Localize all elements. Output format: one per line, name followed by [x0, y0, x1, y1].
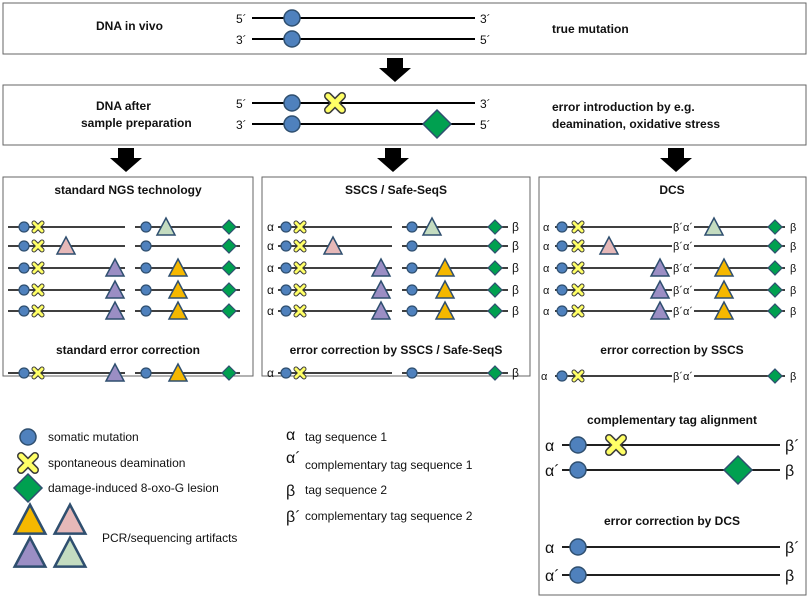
prep-note-line2: deamination, oxidative stress: [552, 117, 720, 131]
sscs-panel-subtitle: error correction by SSCS / Safe-SeqS: [290, 343, 503, 357]
beta-tag: β: [512, 261, 519, 275]
strand-bottom-left: 3´: [236, 118, 247, 132]
down-arrow-icon: [377, 148, 409, 172]
artifact-pink-icon: [53, 503, 87, 535]
true-mutation-note: true mutation: [552, 22, 629, 36]
prep-label-line2: sample preparation: [81, 116, 192, 130]
standard-panel-subtitle: standard error correction: [56, 343, 200, 357]
somatic-mutation-marker: [283, 94, 301, 112]
dcs-mid-tags: β´α´: [673, 222, 693, 234]
dcs-mid-tags: β´α´: [673, 263, 693, 275]
alpha-tag: α: [267, 283, 274, 297]
artifact-green-icon: [53, 536, 87, 568]
oxo-g-lesion-icon: [13, 473, 43, 503]
alpha-tag: α: [267, 220, 274, 234]
beta-prime-tag: β´: [785, 438, 800, 455]
beta-tag: β: [790, 222, 796, 234]
artifact-orange-icon: [13, 503, 47, 535]
alpha-tag: α: [543, 285, 550, 297]
legend-alpha-symbol: α: [286, 427, 295, 444]
legend-beta-symbol: β: [286, 483, 295, 500]
beta-tag: β: [512, 366, 519, 380]
somatic-mutation-marker: [283, 115, 301, 133]
beta-tag: β: [790, 371, 796, 383]
beta-tag: β: [512, 283, 519, 297]
down-arrow-icon: [660, 148, 692, 172]
beta-tag: β: [512, 220, 519, 234]
dcs-mid-tags: β´α´: [673, 306, 693, 318]
legend-oxo: damage-induced 8-oxo-G lesion: [48, 481, 219, 495]
strand-bottom-left: 3´: [236, 33, 247, 47]
beta-tag: β: [790, 306, 796, 318]
prep-label-line1: DNA after: [96, 99, 151, 113]
beta-tag: β: [785, 568, 794, 585]
legend-tag2c: complementary tag sequence 2: [305, 509, 473, 523]
dcs-panel-title: DCS: [659, 183, 684, 197]
beta-tag: β: [512, 239, 519, 253]
deamination-marker: [328, 96, 342, 110]
down-arrow-icon: [379, 58, 411, 82]
legend-tag1: tag sequence 1: [305, 430, 387, 444]
beta-tag: β: [790, 285, 796, 297]
alpha-tag: α: [543, 263, 550, 275]
alpha-tag: α: [267, 304, 274, 318]
legend-tag2: tag sequence 2: [305, 483, 387, 497]
alpha-tag: α: [541, 371, 548, 383]
beta-tag: β: [790, 263, 796, 275]
beta-tag: β: [512, 304, 519, 318]
somatic-mutation-icon: [19, 428, 37, 446]
beta-prime-tag: β´: [785, 540, 800, 557]
strand-top-left: 5´: [236, 12, 247, 26]
down-arrow-icon: [110, 148, 142, 172]
legend-beta-prime-symbol: β´: [286, 509, 301, 526]
alpha-tag: α: [545, 438, 554, 455]
sscs-panel-title: SSCS / Safe-SeqS: [345, 183, 447, 197]
legend-deamination: spontaneous deamination: [48, 456, 185, 470]
artifact-purple-icon: [13, 536, 47, 568]
legend-alpha-prime-symbol: α´: [286, 450, 301, 467]
somatic-mutation-marker: [283, 9, 301, 27]
alpha-prime-tag: α´: [545, 463, 560, 480]
legend-somatic: somatic mutation: [48, 430, 139, 444]
alpha-tag: α: [543, 241, 550, 253]
strand-top-left: 5´: [236, 97, 247, 111]
dcs-mid-tags: β´α´: [673, 371, 693, 383]
sscs-panel: SSCS / Safe-SeqS α α α α α α β β β β β β: [261, 176, 531, 381]
legend-tag1c: complementary tag sequence 1: [305, 458, 473, 472]
sample-prep-panel: DNA after sample preparation 5´ 3´ 3´ 5´…: [2, 84, 807, 146]
dcs-final-title: error correction by DCS: [604, 514, 740, 528]
strand-bottom-right: 5´: [480, 118, 491, 132]
alpha-tag: α: [267, 239, 274, 253]
strand-top-right: 3´: [480, 12, 491, 26]
standard-ngs-panel: standard NGS technology standard error c…: [2, 176, 254, 382]
deamination-icon: [21, 456, 35, 470]
dcs-panel-subtitle: error correction by SSCS: [600, 343, 743, 357]
beta-tag: β: [790, 241, 796, 253]
dcs-mid-tags: β´α´: [673, 241, 693, 253]
beta-tag: β: [785, 463, 794, 480]
alpha-tag: α: [543, 306, 550, 318]
strand-top-right: 3´: [480, 97, 491, 111]
alpha-tag: α: [545, 540, 554, 557]
dna-in-vivo-label: DNA in vivo: [96, 19, 163, 33]
complementary-tag-alignment-title: complementary tag alignment: [587, 413, 757, 427]
alpha-tag: α: [267, 261, 274, 275]
prep-note-line1: error introduction by e.g.: [552, 100, 695, 114]
strand-bottom-right: 5´: [480, 33, 491, 47]
legend: somatic mutation spontaneous deamination…: [13, 427, 473, 568]
dcs-mid-tags: β´α´: [673, 285, 693, 297]
legend-pcr: PCR/sequencing artifacts: [102, 531, 237, 545]
alpha-prime-tag: α´: [545, 568, 560, 585]
dcs-panel: DCS α α α α α α β´α´ β´α´ β´α´ β´α´ β´α´…: [538, 176, 807, 596]
alpha-tag: α: [543, 222, 550, 234]
alpha-tag: α: [267, 366, 274, 380]
dna-in-vivo-panel: DNA in vivo 5´ 3´ 3´ 5´ true mutation: [2, 2, 807, 55]
standard-panel-title: standard NGS technology: [54, 183, 202, 197]
somatic-mutation-marker: [283, 30, 301, 48]
